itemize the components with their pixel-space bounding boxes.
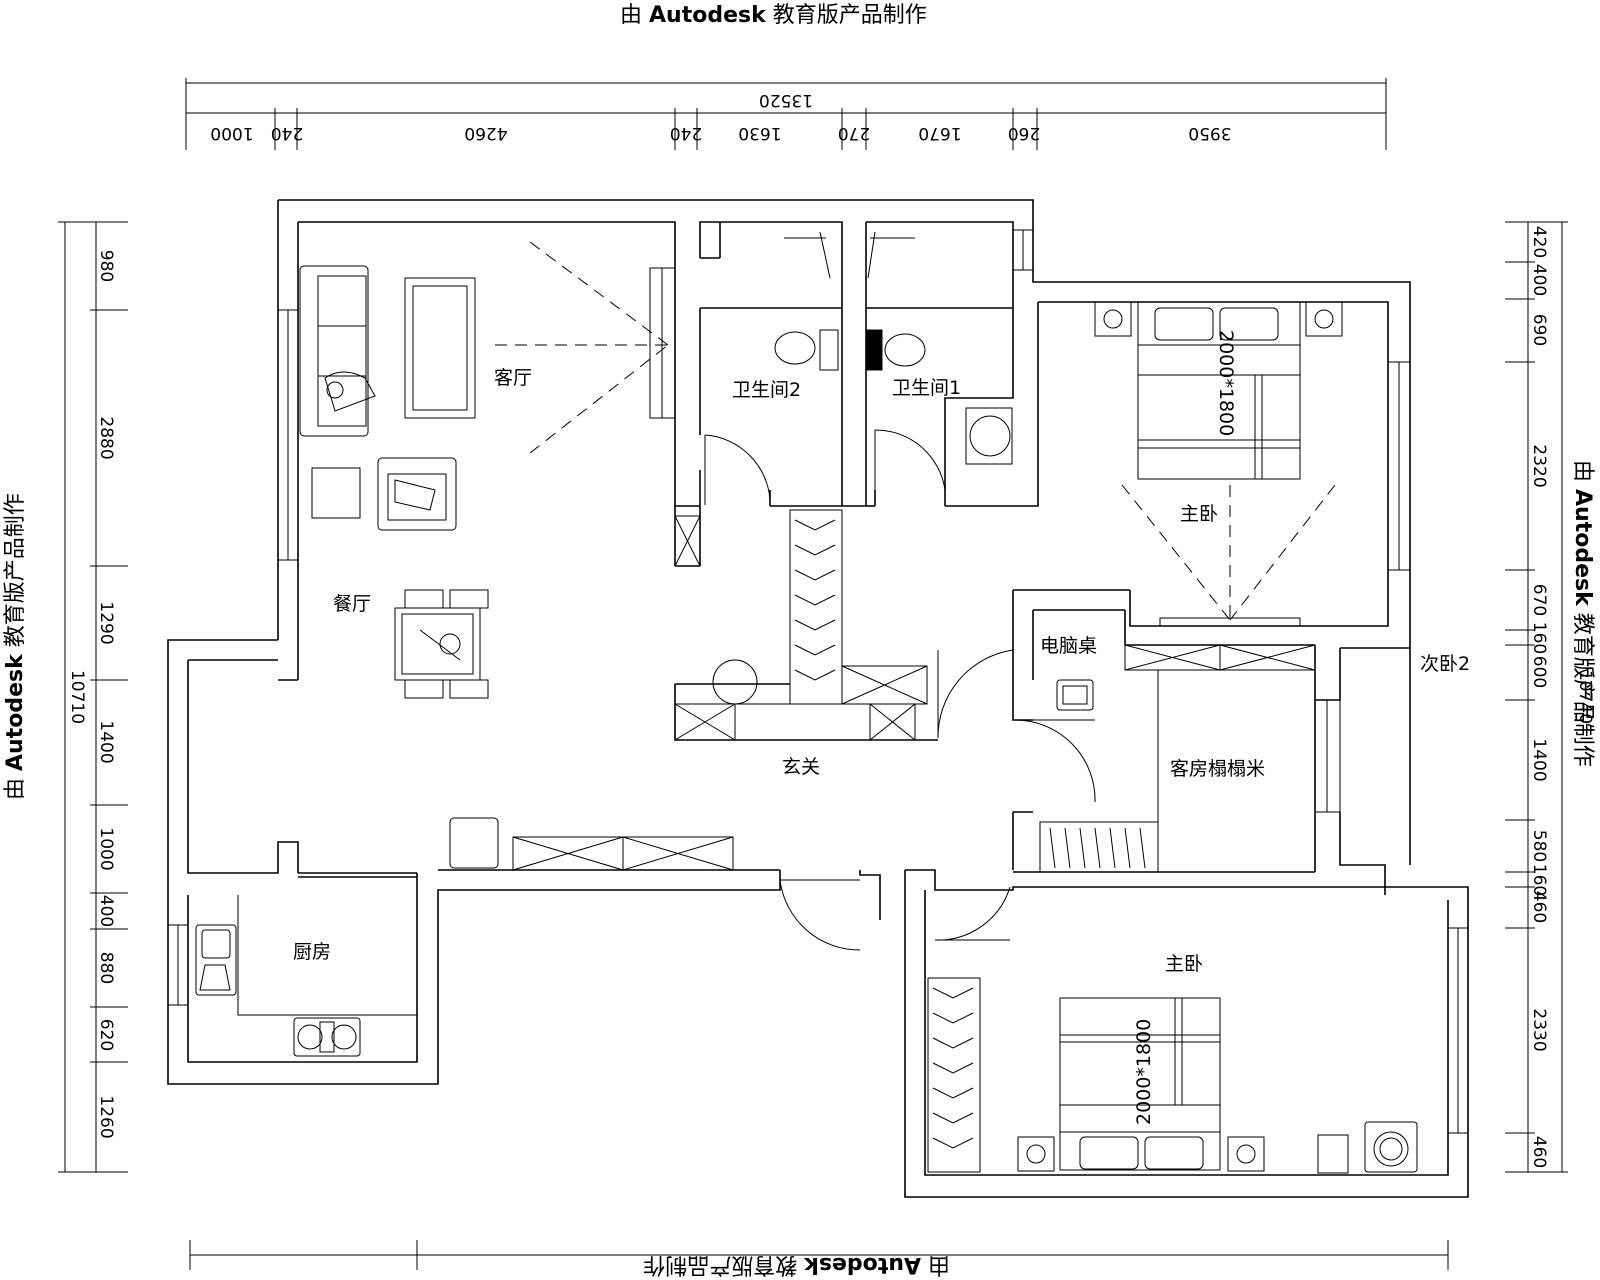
svg-text:240: 240 [271, 123, 303, 143]
right-dimension-text: 10740 420 400 690 2320 670 160 600 1400 … [1529, 226, 1595, 1168]
svg-text:由 Autodesk 教育版产品制作: 由 Autodesk 教育版产品制作 [620, 3, 927, 28]
svg-text:1400: 1400 [1529, 738, 1549, 781]
tv-console [449, 817, 734, 871]
room-label-computer-desk: 电脑桌 [1040, 635, 1097, 657]
foyer-cabinets [674, 515, 928, 741]
walls [167, 199, 1469, 1198]
svg-text:690: 690 [1529, 314, 1549, 346]
kitchen-counter [237, 895, 417, 1016]
svg-text:1630: 1630 [738, 123, 781, 143]
washing-machine [1364, 1121, 1418, 1173]
tatami-wardrobe [1039, 821, 1159, 873]
svg-text:10740: 10740 [1575, 670, 1595, 724]
room-label-dining: 餐厅 [333, 593, 371, 615]
armchair [377, 457, 457, 531]
svg-text:160: 160 [1529, 622, 1549, 654]
svg-text:260: 260 [1008, 123, 1040, 143]
svg-text:1260: 1260 [96, 1095, 116, 1138]
room-label-guest-tatami: 客房榻榻米 [1170, 758, 1265, 780]
svg-text:由 Autodesk 教育版产品制作: 由 Autodesk 教育版产品制作 [1570, 460, 1595, 767]
svg-text:880: 880 [96, 952, 116, 984]
room-label-kitchen: 厨房 [293, 941, 331, 963]
svg-text:1000: 1000 [210, 123, 253, 143]
tatami-cabinet [1124, 644, 1316, 671]
toilet-bathroom-1 [865, 329, 926, 371]
tv-sight-lines [495, 241, 669, 454]
left-dimension-lines [58, 221, 128, 1173]
bed-size-top: 2000*1800 [1215, 330, 1237, 436]
svg-text:460: 460 [1529, 891, 1549, 923]
svg-text:400: 400 [1529, 264, 1549, 296]
room-labels: 客厅 卫生间2 卫生间1 主卧 餐厅 电脑桌 次卧2 玄关 客房榻榻米 厨房 主… [293, 367, 1470, 975]
room-label-master-bedroom-bottom: 主卧 [1165, 953, 1203, 975]
room-label-master-bedroom-top: 主卧 [1180, 503, 1218, 525]
svg-text:2320: 2320 [1529, 444, 1549, 487]
room-label-living: 客厅 [494, 367, 532, 389]
showers [784, 231, 915, 279]
svg-text:2330: 2330 [1529, 1008, 1549, 1051]
svg-text:620: 620 [96, 1019, 116, 1051]
svg-text:2880: 2880 [96, 416, 116, 459]
bottom-dimension-lines [189, 1240, 1449, 1270]
svg-text:1000: 1000 [96, 827, 116, 870]
tv-sight-lines-bedroom [1121, 484, 1336, 621]
svg-text:10710: 10710 [67, 670, 87, 724]
computer-chair [1056, 679, 1094, 711]
watermark-left: 由 Autodesk 教育版产品制作 [3, 493, 28, 800]
svg-text:420: 420 [1529, 226, 1549, 258]
kitchen-sink [195, 924, 237, 996]
wardrobe-bottom [927, 977, 981, 1173]
svg-text:1290: 1290 [96, 601, 116, 644]
svg-text:4260: 4260 [464, 123, 507, 143]
room-label-foyer: 玄关 [782, 756, 820, 778]
svg-text:3950: 3950 [1188, 123, 1231, 143]
svg-text:由 Autodesk 教育版产品制作: 由 Autodesk 教育版产品制作 [3, 493, 28, 800]
top-dimension-text: 13520 1000 240 4260 240 1630 270 1670 26… [210, 90, 1231, 143]
room-label-second-bedroom-2: 次卧2 [1420, 653, 1470, 675]
bed-size-labels: 2000*1800 2000*1800 [1133, 330, 1237, 1125]
svg-text:400: 400 [96, 895, 116, 927]
svg-text:160: 160 [1529, 864, 1549, 896]
svg-text:270: 270 [838, 123, 870, 143]
washbasin-bathroom-1 [965, 407, 1013, 465]
svg-text:由 Autodesk 教育版产品制作: 由 Autodesk 教育版产品制作 [643, 1252, 950, 1277]
kitchen-stove [293, 1017, 361, 1057]
top-dimension-lines [185, 78, 1387, 150]
svg-text:600: 600 [1529, 656, 1549, 688]
side-cabinet [1317, 1134, 1349, 1174]
svg-text:980: 980 [96, 250, 116, 282]
shoe-cabinet [789, 509, 843, 705]
svg-text:460: 460 [1529, 1136, 1549, 1168]
bed-top [1137, 301, 1301, 480]
left-dimension-text: 10710 980 2880 1290 1400 1000 400 880 62… [67, 250, 116, 1139]
nightstands-top [1094, 301, 1343, 337]
tv-cabinet-bedroom [1159, 617, 1301, 627]
svg-text:1670: 1670 [918, 123, 961, 143]
doors [704, 429, 1096, 951]
sofa [299, 265, 376, 437]
coffee-table [404, 277, 476, 419]
nightstands-bottom [1017, 1136, 1265, 1172]
right-dimension-lines [1505, 221, 1568, 1173]
watermark-top: 由 Autodesk 教育版产品制作 [620, 3, 927, 28]
watermark-bottom: 由 Autodesk 教育版产品制作 [643, 1252, 950, 1277]
toilet-bathroom-2 [774, 329, 839, 371]
bed-size-bottom: 2000*1800 [1133, 1019, 1155, 1125]
room-label-bathroom-2: 卫生间2 [732, 379, 801, 401]
svg-text:1400: 1400 [96, 720, 116, 763]
svg-text:580: 580 [1529, 830, 1549, 862]
svg-text:670: 670 [1529, 584, 1549, 616]
svg-text:240: 240 [670, 123, 702, 143]
room-label-bathroom-1: 卫生间1 [892, 377, 961, 399]
bed-bottom [1059, 997, 1221, 1171]
watermark-right: 由 Autodesk 教育版产品制作 [1570, 460, 1595, 767]
windows [167, 229, 1469, 1134]
side-table [311, 467, 361, 519]
dining-table [394, 589, 489, 699]
svg-text:13520: 13520 [759, 90, 813, 110]
